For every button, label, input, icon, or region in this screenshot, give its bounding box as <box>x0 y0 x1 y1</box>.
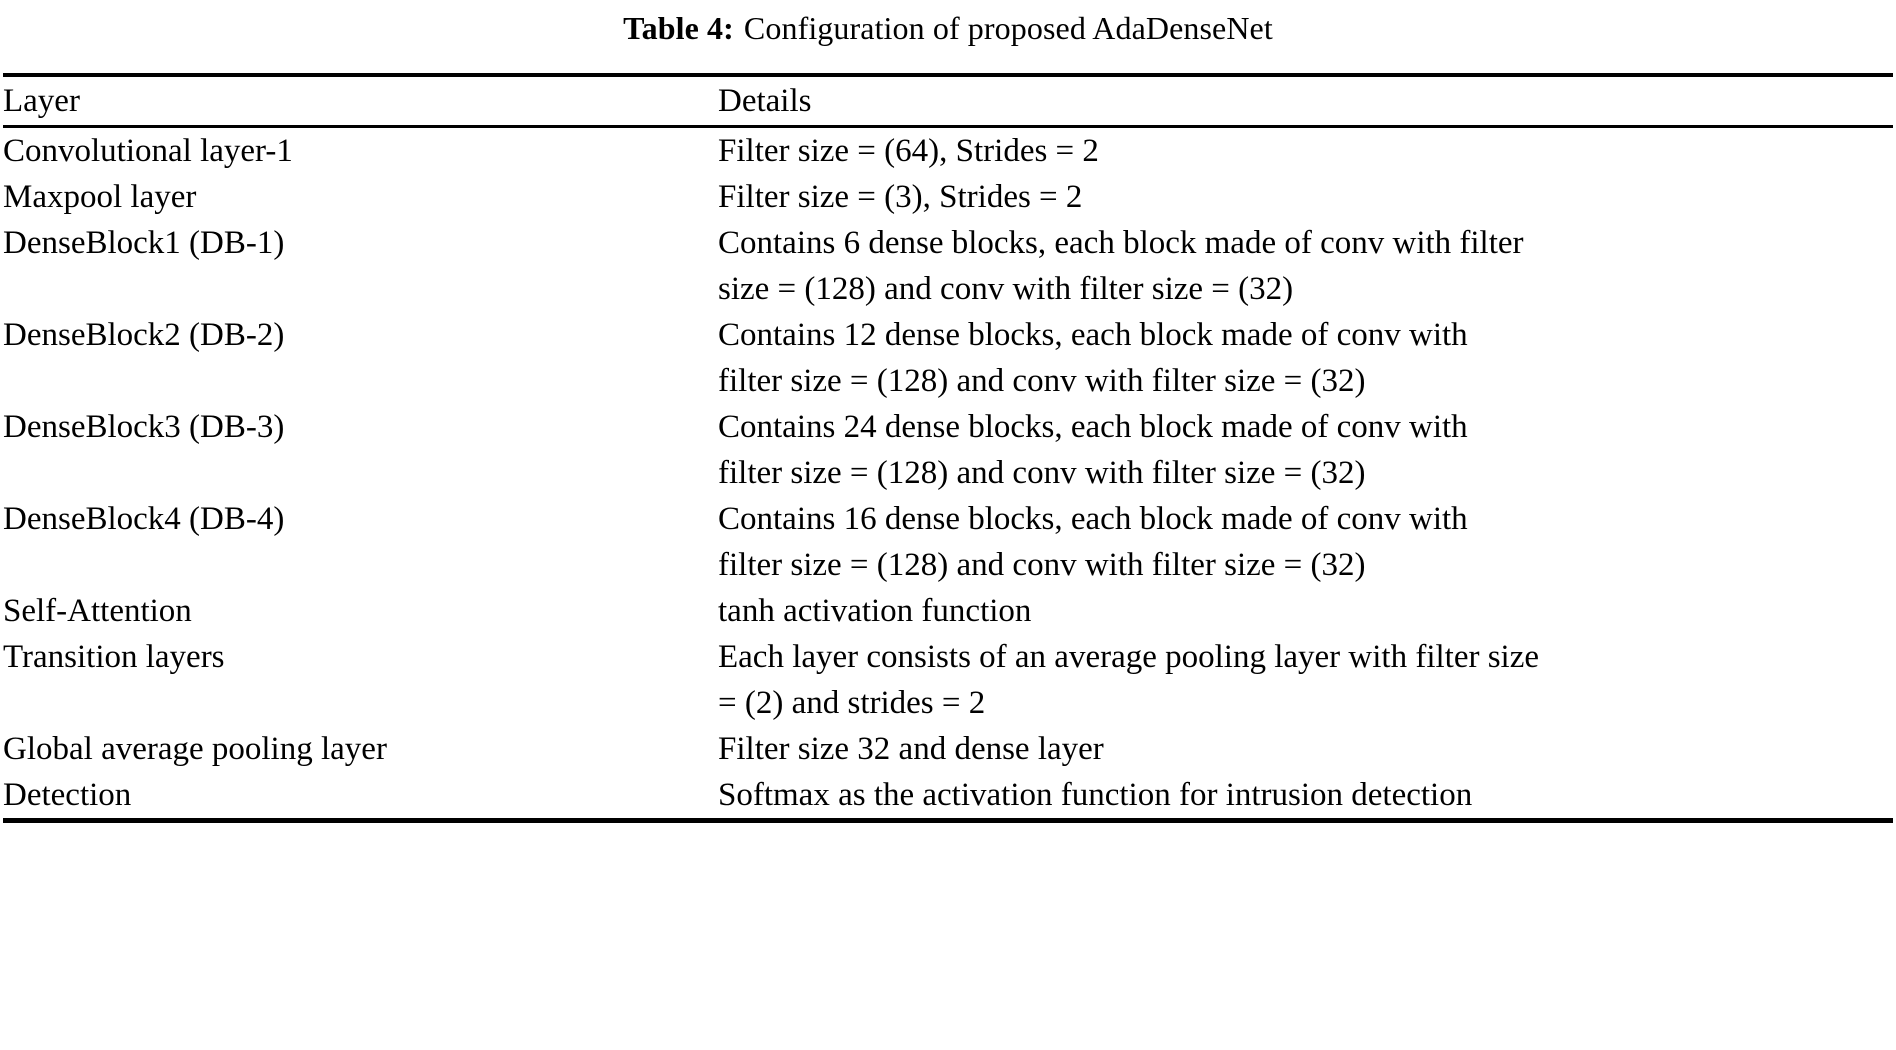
table-caption: Table 4:Configuration of proposed AdaDen… <box>0 0 1896 50</box>
table-row: Transition layers Each layer consists of … <box>3 634 1893 726</box>
cell-details: Contains 6 dense blocks, each block made… <box>718 220 1893 312</box>
table-row: Global average pooling layer Filter size … <box>3 726 1893 772</box>
cell-layer: DenseBlock2 (DB-2) <box>3 317 285 353</box>
detail-line: Contains 6 dense blocks, each block made… <box>718 225 1524 261</box>
detail-line: Softmax as the activation function for i… <box>718 777 1473 813</box>
cell-details: Contains 24 dense blocks, each block mad… <box>718 404 1893 496</box>
cell-layer: DenseBlock4 (DB-4) <box>3 501 285 537</box>
detail-line: filter size = (128) and conv with filter… <box>718 547 1366 583</box>
cell-layer: DenseBlock3 (DB-3) <box>3 409 285 445</box>
cell-layer: DenseBlock1 (DB-1) <box>3 225 285 261</box>
table-body: Convolutional layer-1 Filter size = (64),… <box>3 128 1893 818</box>
table-row: DenseBlock4 (DB-4) Contains 16 dense bloc… <box>3 496 1893 588</box>
cell-details: Filter size = (64), Strides = 2 <box>718 128 1893 174</box>
detail-line: filter size = (128) and conv with filter… <box>718 455 1366 491</box>
detail-line: Each layer consists of an average poolin… <box>718 639 1540 675</box>
cell-layer: Transition layers <box>3 639 225 675</box>
cell-details: Softmax as the activation function for i… <box>718 772 1893 818</box>
cell-details: Each layer consists of an average poolin… <box>718 634 1893 726</box>
column-header-details: Details <box>718 83 812 119</box>
column-header-layer: Layer <box>3 83 80 119</box>
detail-line: filter size = (128) and conv with filter… <box>718 363 1366 399</box>
table-row: DenseBlock1 (DB-1) Contains 6 dense block… <box>3 220 1893 312</box>
detail-line: Filter size = (64), Strides = 2 <box>718 133 1099 169</box>
table-row: Detection Softmax as the activation funct… <box>3 772 1893 818</box>
table-row: Self-Attention tanh activation function <box>3 588 1893 634</box>
cell-layer: Global average pooling layer <box>3 731 387 767</box>
detail-line: Contains 16 dense blocks, each block mad… <box>718 501 1468 537</box>
table-bottom-rule <box>3 818 1893 823</box>
table-header-rule <box>3 125 1893 128</box>
table-header-row: Layer Details <box>3 77 1893 125</box>
cell-details: Contains 12 dense blocks, each block mad… <box>718 312 1893 404</box>
cell-layer: Detection <box>3 777 132 813</box>
cell-layer: Convolutional layer-1 <box>3 133 293 169</box>
table-top-rule <box>3 73 1893 77</box>
configuration-table: Layer Details <box>3 77 1893 125</box>
cell-layer: Maxpool layer <box>3 179 197 215</box>
detail-line: Filter size 32 and dense layer <box>718 731 1104 767</box>
detail-line: Filter size = (3), Strides = 2 <box>718 179 1083 215</box>
configuration-table-body: Convolutional layer-1 Filter size = (64),… <box>3 128 1893 818</box>
detail-line: Contains 12 dense blocks, each block mad… <box>718 317 1468 353</box>
caption-label: Table 4: <box>623 10 734 46</box>
detail-line: Contains 24 dense blocks, each block mad… <box>718 409 1468 445</box>
cell-details: Filter size = (3), Strides = 2 <box>718 174 1893 220</box>
detail-line: = (2) and strides = 2 <box>718 685 986 721</box>
cell-layer: Self-Attention <box>3 593 192 629</box>
table-row: Maxpool layer Filter size = (3), Strides … <box>3 174 1893 220</box>
table-row: DenseBlock3 (DB-3) Contains 24 dense bloc… <box>3 404 1893 496</box>
detail-line: size = (128) and conv with filter size =… <box>718 271 1294 307</box>
table-row: DenseBlock2 (DB-2) Contains 12 dense bloc… <box>3 312 1893 404</box>
caption-text: Configuration of proposed AdaDenseNet <box>743 10 1273 46</box>
cell-details: Filter size 32 and dense layer <box>718 726 1893 772</box>
detail-line: tanh activation function <box>718 593 1032 629</box>
table-row: Convolutional layer-1 Filter size = (64),… <box>3 128 1893 174</box>
cell-details: Contains 16 dense blocks, each block mad… <box>718 496 1893 588</box>
cell-details: tanh activation function <box>718 588 1893 634</box>
